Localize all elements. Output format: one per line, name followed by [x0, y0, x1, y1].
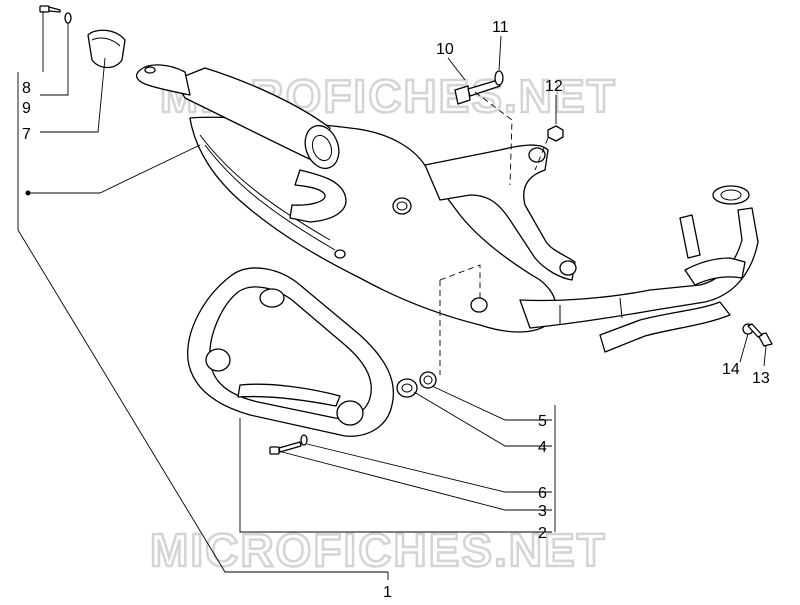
heat-shield-hole-left [205, 348, 231, 372]
callout-6: 6 [538, 485, 547, 502]
bolt-part-13 [747, 323, 773, 347]
header-flange [712, 185, 750, 205]
heat-shield-slot [237, 383, 341, 407]
callout-12: 12 [545, 78, 563, 95]
washer-part-9 [64, 12, 72, 24]
muffler-assembly [135, 64, 577, 333]
callout-10: 10 [436, 41, 454, 58]
spacer-part-4 [396, 378, 418, 398]
bolt-part-10 [454, 79, 501, 105]
callout-9: 9 [22, 100, 31, 117]
muffler-elbow-pipe [289, 169, 347, 223]
end-cap-part-7 [87, 29, 126, 69]
heat-shield-hole-right [336, 400, 364, 426]
screw-part-3 [269, 441, 302, 455]
exhaust-header-pipe [519, 185, 759, 353]
heat-shield [187, 267, 395, 437]
washer-part-6 [300, 434, 308, 446]
mounting-bracket [424, 144, 576, 281]
callout-14: 14 [722, 361, 740, 378]
callout-8: 8 [22, 80, 31, 97]
leader-dot [25, 190, 31, 196]
callout-1: 1 [383, 584, 392, 600]
callout-3: 3 [538, 503, 547, 520]
screw-part-8 [39, 5, 61, 13]
spacer-part-5 [419, 371, 437, 389]
muffler-mount-hole [392, 197, 412, 215]
callout-13: 13 [752, 370, 770, 387]
heat-shield-hole-top [259, 288, 285, 308]
callout-2: 2 [538, 525, 547, 542]
callout-7: 7 [22, 126, 31, 143]
washer-part-11 [494, 70, 504, 86]
nut-part-12 [547, 125, 564, 142]
callout-11: 11 [492, 19, 509, 36]
muffler-bolt-hole [470, 297, 488, 313]
callout-5: 5 [538, 413, 547, 430]
callout-4: 4 [538, 439, 547, 456]
